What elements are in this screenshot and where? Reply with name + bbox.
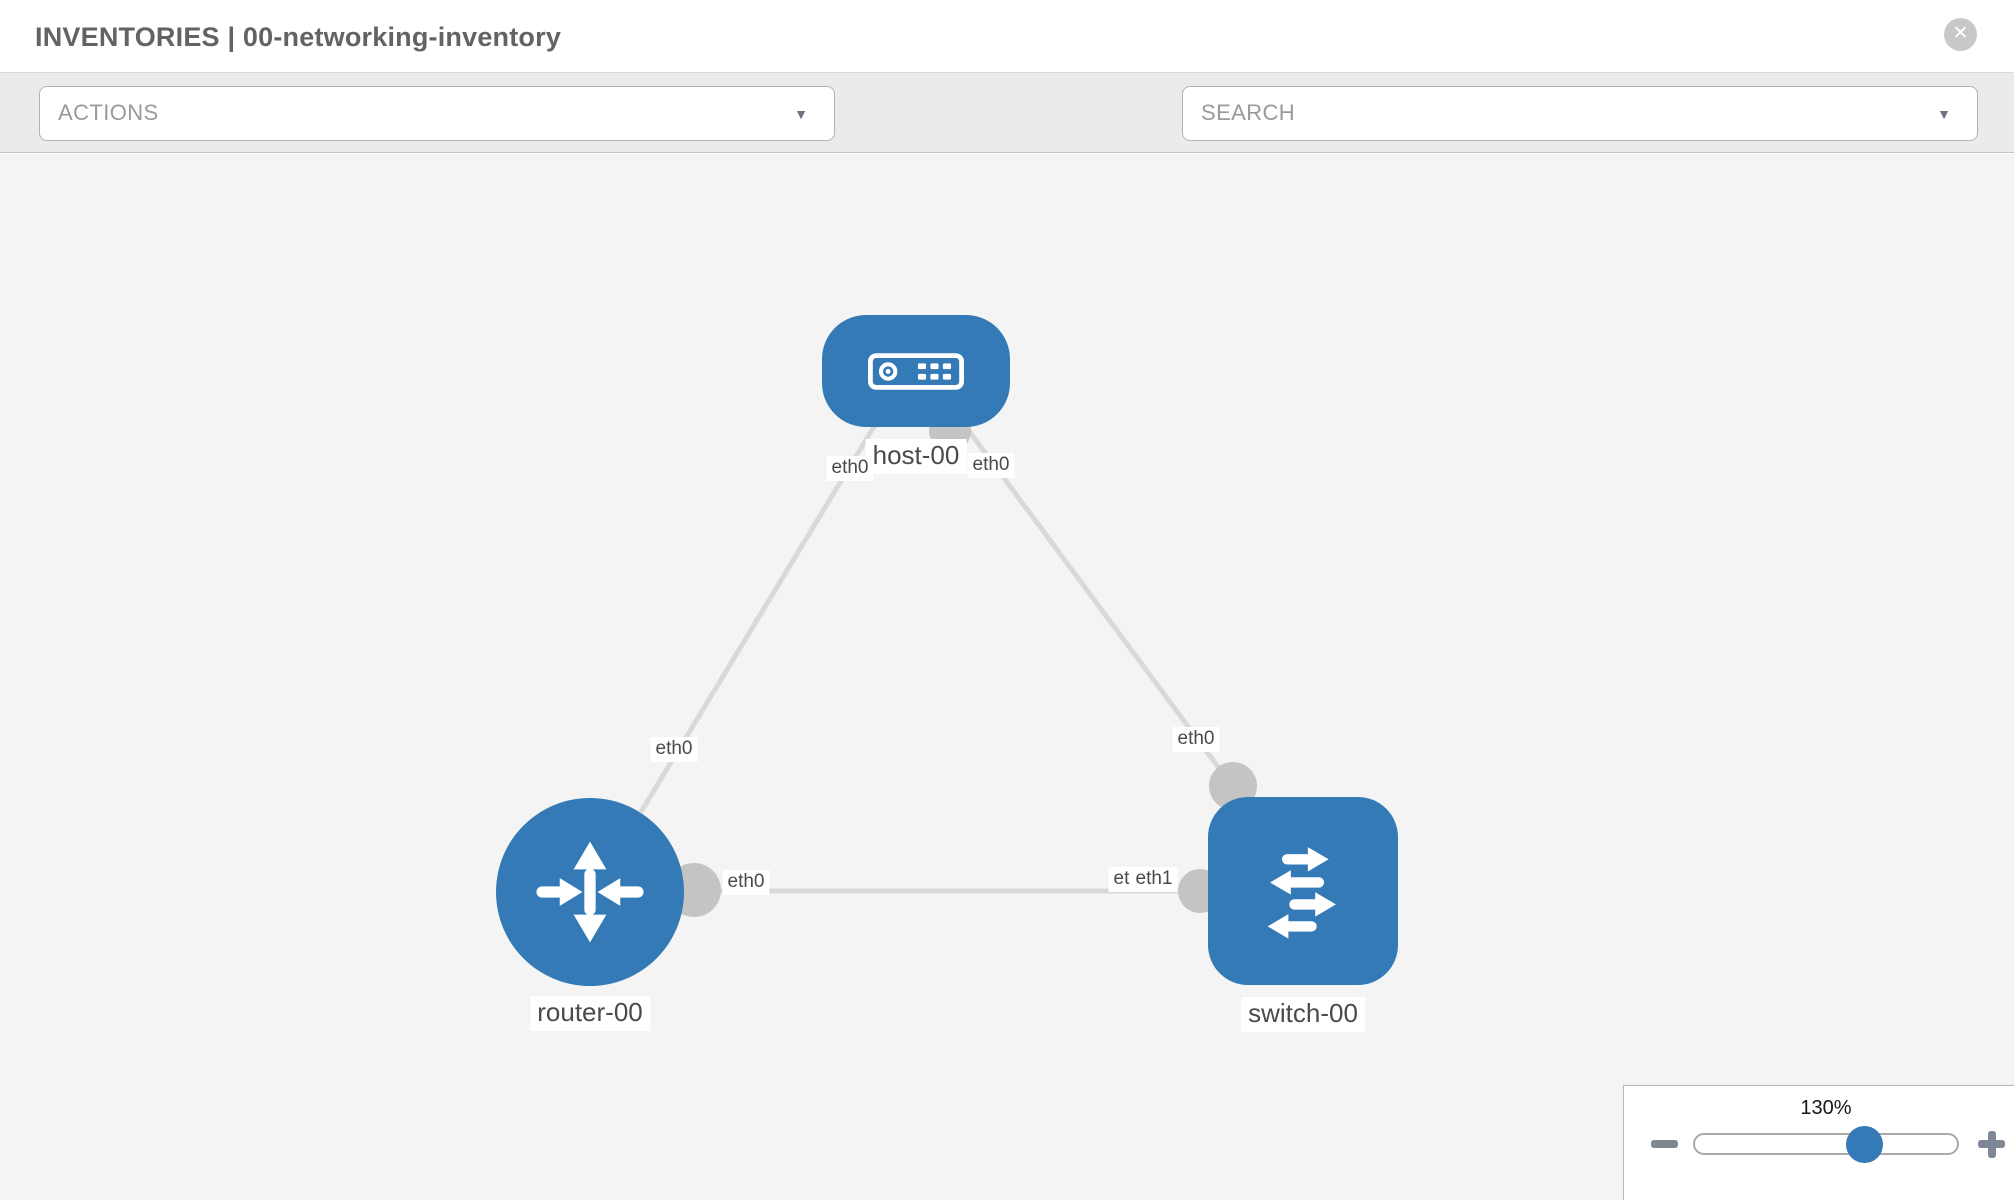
actions-dropdown-label: ACTIONS [58, 100, 159, 125]
node-label-host: host-00 [865, 439, 967, 474]
iface-label-router-right: eth0 [722, 870, 770, 895]
close-icon: ✕ [1952, 23, 1969, 44]
iface-label-host-right: eth0 [967, 453, 1015, 478]
header-bar: INVENTORIES | 00-networking-inventory ✕ [0, 0, 2014, 73]
iface-label-router-top: eth0 [650, 737, 698, 762]
switch-icon [1267, 847, 1336, 939]
zoom-panel: 130% [1623, 1085, 2014, 1200]
chevron-down-icon: ▼ [794, 105, 808, 122]
topology-canvas[interactable] [0, 154, 2014, 1200]
search-dropdown[interactable]: SEARCH ▼ [1182, 86, 1978, 141]
node-label-switch: switch-00 [1241, 997, 1365, 1032]
zoom-level: 130% [1800, 1097, 1852, 1119]
node-host[interactable] [822, 315, 1010, 427]
plus-icon[interactable] [1987, 1130, 1996, 1158]
iface-label-switch-left-front: eth1 [1130, 867, 1178, 892]
node-router[interactable] [496, 798, 684, 986]
search-placeholder: SEARCH [1201, 100, 1296, 125]
close-button[interactable]: ✕ [1944, 18, 1977, 51]
iface-label-switch-top: eth0 [1172, 727, 1220, 752]
zoom-slider-track[interactable] [1693, 1133, 1959, 1155]
page-title: INVENTORIES | 00-networking-inventory [35, 22, 562, 52]
node-label-router: router-00 [530, 996, 650, 1031]
toolbar: ACTIONS ▼ SEARCH ▼ [0, 73, 2014, 202]
chevron-down-icon: ▼ [1937, 105, 1951, 122]
node-switch[interactable] [1208, 797, 1398, 985]
host-icon [868, 352, 964, 390]
router-icon [536, 841, 644, 943]
iface-label-host-left: eth0 [826, 456, 874, 481]
actions-dropdown[interactable]: ACTIONS ▼ [39, 86, 835, 141]
minus-icon[interactable] [1651, 1140, 1678, 1148]
zoom-slider-thumb[interactable] [1846, 1126, 1883, 1163]
